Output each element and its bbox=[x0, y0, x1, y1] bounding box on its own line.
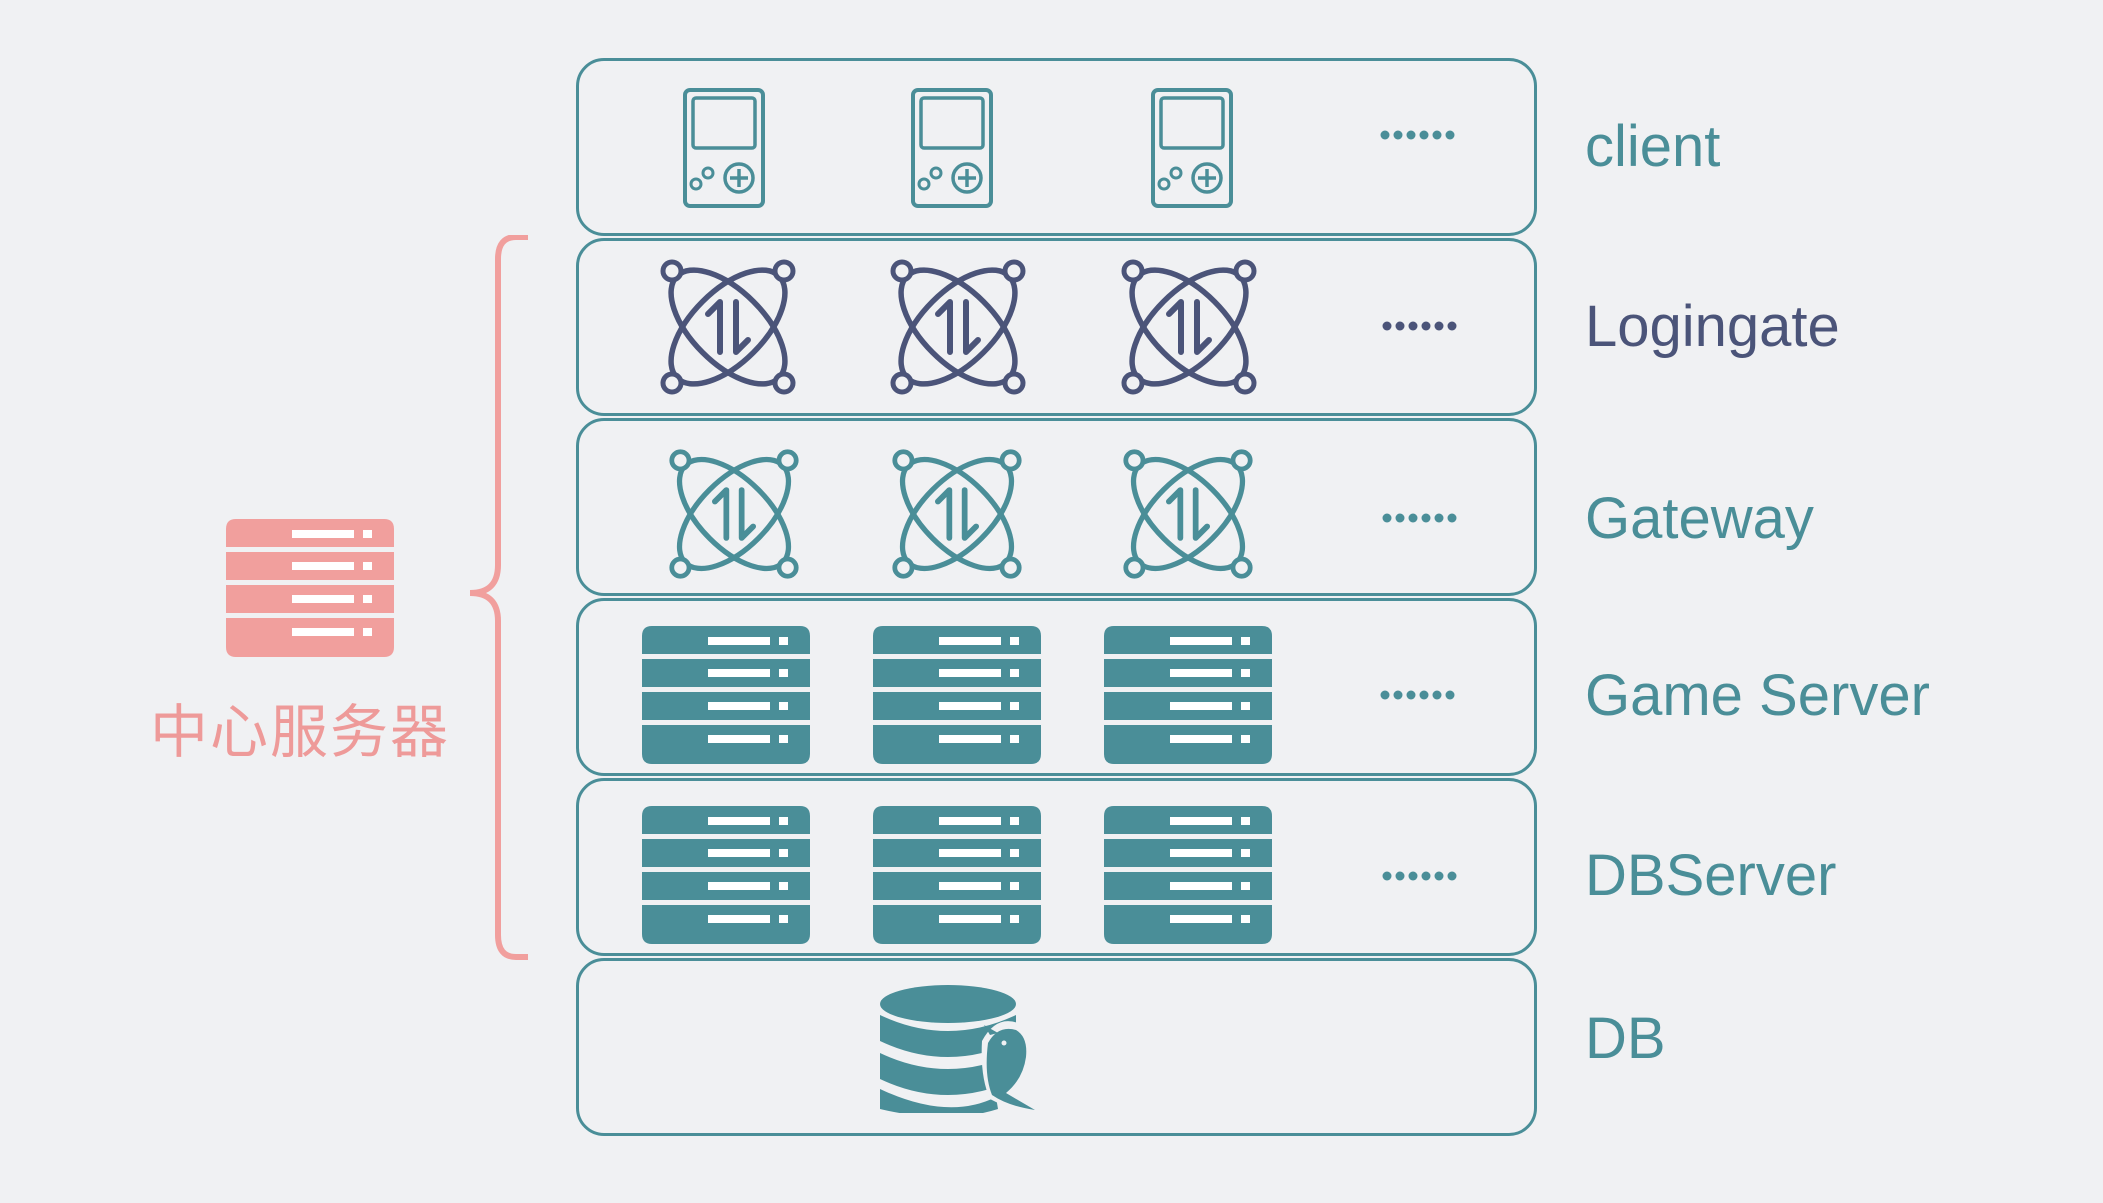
tier-label-dbserver: DBServer bbox=[1585, 843, 1837, 908]
tier-label-client: client bbox=[1585, 114, 1721, 179]
server-rack-icon bbox=[873, 806, 1041, 944]
handheld-console-icon bbox=[1150, 87, 1234, 209]
more-items-ellipsis bbox=[1382, 321, 1457, 331]
exchange-orbit-icon bbox=[658, 257, 798, 397]
handheld-console-icon bbox=[682, 87, 766, 209]
tier-gateway bbox=[576, 418, 1537, 596]
tier-label-logingate: Logingate bbox=[1585, 294, 1840, 359]
server-rack-icon bbox=[1104, 806, 1272, 944]
server-rack-icon bbox=[642, 806, 810, 944]
handheld-console-icon bbox=[910, 87, 994, 209]
server-rack-icon bbox=[642, 626, 810, 764]
exchange-orbit-icon bbox=[667, 447, 801, 581]
more-items-ellipsis bbox=[1380, 130, 1455, 140]
mysql-database-icon bbox=[880, 985, 1038, 1113]
grouping-brace bbox=[469, 235, 528, 960]
more-items-ellipsis bbox=[1380, 690, 1455, 700]
more-items-ellipsis bbox=[1382, 871, 1457, 881]
server-rack-icon bbox=[873, 626, 1041, 764]
tier-label-gateway: Gateway bbox=[1585, 486, 1814, 551]
exchange-orbit-icon bbox=[1119, 257, 1259, 397]
exchange-orbit-icon bbox=[1121, 447, 1255, 581]
server-rack-icon bbox=[226, 519, 394, 657]
tier-label-db: DB bbox=[1585, 1006, 1666, 1071]
server-rack-icon bbox=[1104, 626, 1272, 764]
central-server-label: 中心服务器 bbox=[150, 698, 451, 766]
exchange-orbit-icon bbox=[888, 257, 1028, 397]
more-items-ellipsis bbox=[1382, 513, 1457, 523]
tier-label-game-server: Game Server bbox=[1585, 663, 1930, 728]
exchange-orbit-icon bbox=[890, 447, 1024, 581]
tier-db bbox=[576, 958, 1537, 1136]
